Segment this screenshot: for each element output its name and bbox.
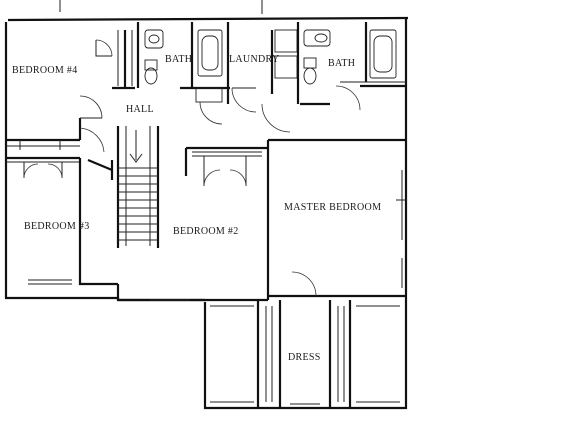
bath-1-fixtures — [136, 22, 230, 125]
laundry-label: LAUNDRY — [229, 54, 279, 65]
hall-stairs — [79, 126, 160, 248]
bedroom-4-label: BEDROOM #4 — [12, 65, 78, 76]
dress-label: DRESS — [288, 352, 321, 363]
bath-2-label: BATH — [328, 58, 355, 69]
dress-closets — [210, 300, 400, 408]
bedroom-2-walls — [118, 140, 270, 302]
bedroom-3-walls — [6, 156, 118, 286]
master-bedroom-walls — [268, 138, 406, 298]
bedroom-2-label: BEDROOM #2 — [173, 226, 239, 237]
bath-1-label: BATH — [165, 54, 192, 65]
bedroom-3-label: BEDROOM #3 — [24, 221, 90, 232]
laundry-fixtures — [226, 22, 300, 133]
master-bedroom-label: MASTER BEDROOM — [284, 202, 381, 213]
hall-label: HALL — [126, 104, 154, 115]
bath-2-fixtures — [300, 22, 406, 111]
bedroom-4-walls — [6, 30, 135, 150]
